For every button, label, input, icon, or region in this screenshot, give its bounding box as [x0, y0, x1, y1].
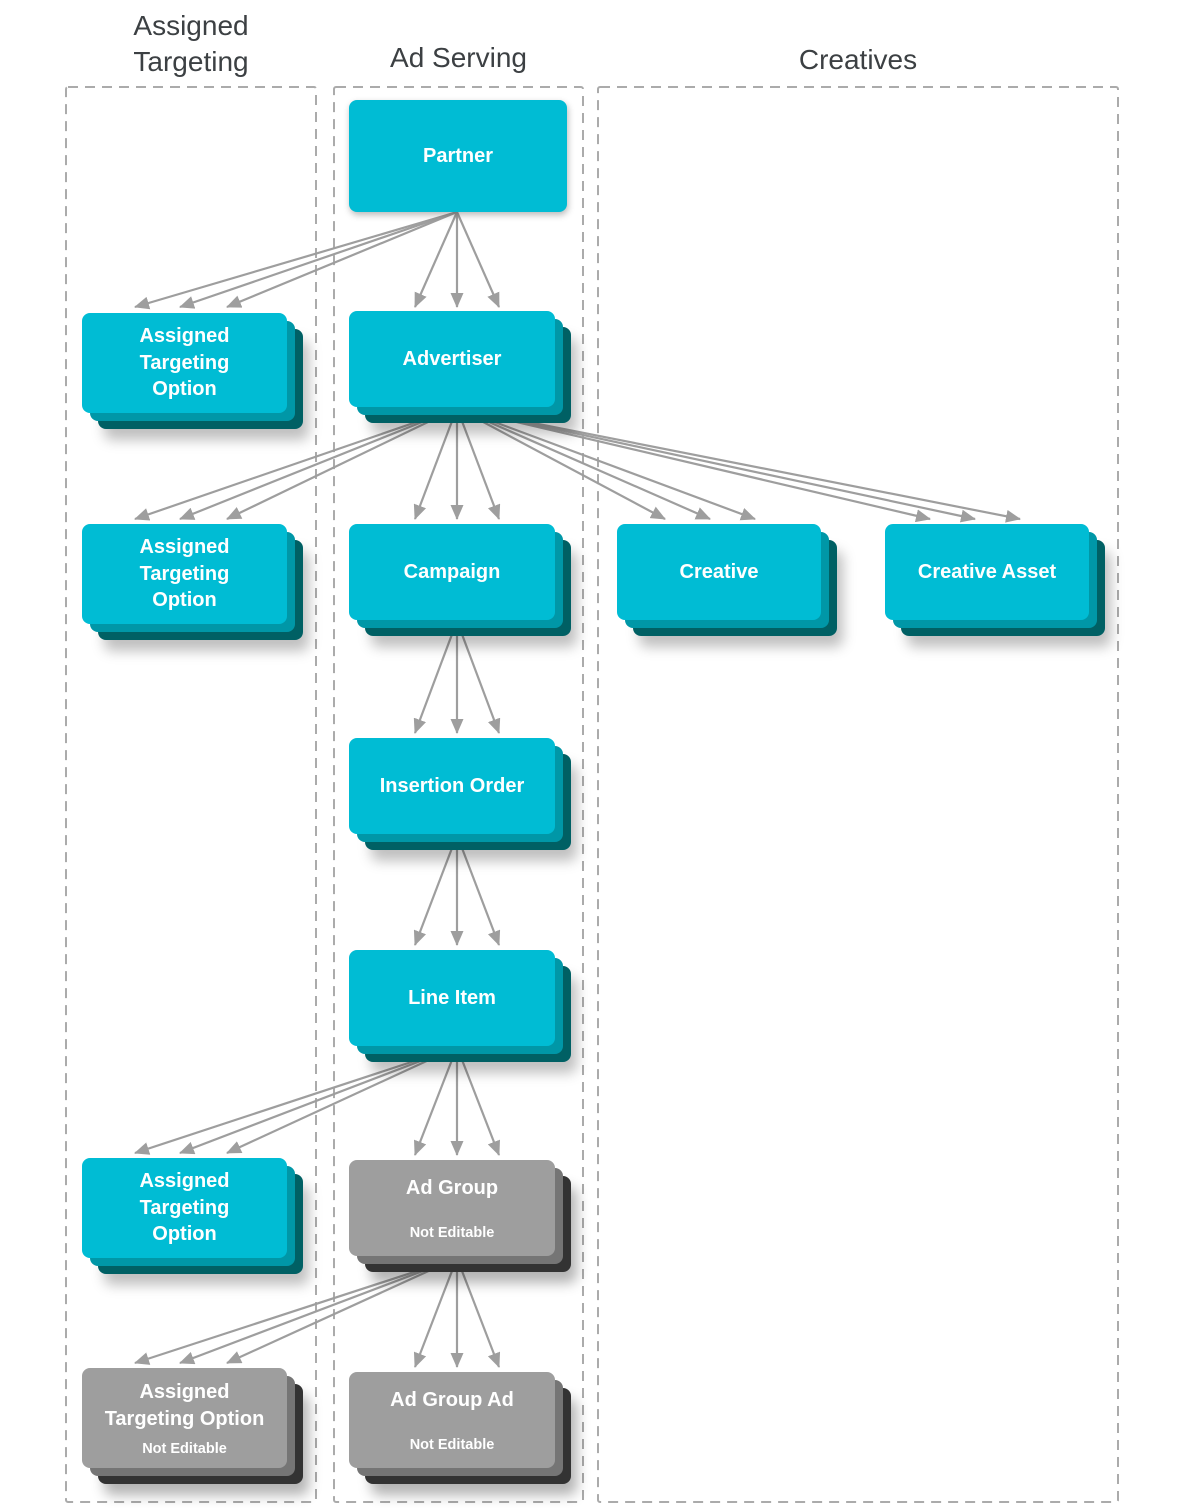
- node-assigned-targeting-option-advertiser: Assigned Targeting Option: [82, 524, 287, 624]
- edge-campaign-to-insertion-order: [413, 620, 501, 734]
- node-ad-group-ad: Ad Group Ad Not Editable: [349, 1372, 555, 1468]
- column-border-assigned-targeting: [65, 86, 317, 1503]
- node-label: Assigned Targeting Option: [139, 536, 230, 612]
- edge-advertiser-to-creative-asset: [456, 406, 1021, 523]
- edge-partner-to-ato1: [134, 210, 458, 310]
- node-label: Advertiser: [402, 347, 502, 370]
- node-assigned-targeting-option-line-item: Assigned Targeting Option: [82, 1158, 287, 1258]
- column-title-assigned-targeting: Assigned Targeting: [133, 10, 249, 78]
- column-border-ad-serving: [333, 86, 584, 1503]
- node-creative-asset: Creative Asset: [885, 524, 1089, 620]
- node-assigned-targeting-option-partner: Assigned Targeting Option: [82, 313, 287, 413]
- edge-partner-to-advertiser: [413, 211, 501, 308]
- node-not-editable-badge: Not Editable: [409, 1225, 495, 1242]
- node-creative: Creative: [617, 524, 821, 620]
- node-label: Creative Asset: [917, 560, 1057, 583]
- node-line-item: Line Item: [349, 950, 555, 1046]
- edge-ad-group-to-ad-group-ad: [413, 1257, 501, 1368]
- node-campaign: Campaign: [349, 524, 555, 620]
- edge-advertiser-to-ato2: [134, 406, 458, 521]
- edge-line-item-to-ad-group: [413, 1046, 501, 1156]
- node-label: Assigned Targeting Option: [139, 1170, 230, 1246]
- column-title-creatives: Creatives: [798, 44, 918, 75]
- column-border-creatives: [597, 86, 1119, 1503]
- node-label: Ad Group Ad: [390, 1388, 514, 1411]
- node-label: Assigned Targeting Option: [104, 1381, 265, 1430]
- node-label: Line Item: [408, 986, 496, 1009]
- node-label: Partner: [422, 144, 494, 167]
- node-advertiser: Advertiser: [349, 311, 555, 407]
- node-label: Ad Group: [405, 1176, 499, 1199]
- edge-advertiser-to-creative: [456, 406, 756, 521]
- node-insertion-order: Insertion Order: [349, 738, 555, 834]
- node-partner: Partner: [349, 100, 567, 212]
- node-label: Assigned Targeting Option: [139, 325, 230, 401]
- edge-ad-group-to-ato4: [134, 1256, 458, 1365]
- node-label: Campaign: [403, 560, 501, 583]
- node-label: Creative: [679, 560, 759, 583]
- column-title-ad-serving: Ad Serving: [390, 42, 527, 73]
- edge-advertiser-to-campaign: [413, 407, 501, 520]
- edge-line-item-to-ato3: [134, 1045, 458, 1155]
- node-ad-group: Ad Group Not Editable: [349, 1160, 555, 1256]
- edge-insertion-order-to-line-item: [413, 834, 501, 946]
- node-label: Insertion Order: [379, 774, 525, 797]
- node-not-editable-badge: Not Editable: [142, 1440, 227, 1457]
- node-not-editable-badge: Not Editable: [409, 1437, 495, 1454]
- node-assigned-targeting-option-ad-group: Assigned Targeting Option Not Editable: [82, 1368, 287, 1468]
